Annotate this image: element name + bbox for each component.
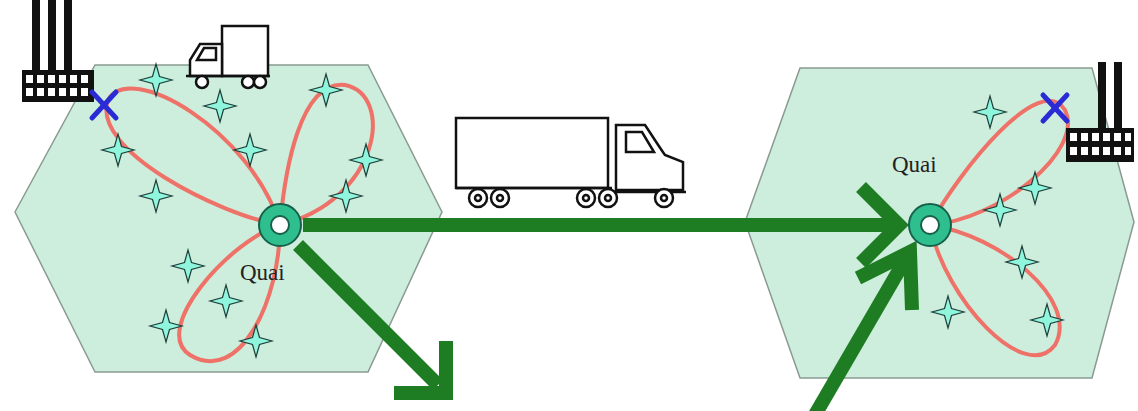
factory bbox=[1066, 62, 1134, 162]
stop-star bbox=[150, 310, 182, 342]
semi-truck bbox=[456, 118, 686, 207]
ring-hole bbox=[271, 216, 289, 234]
stop-star bbox=[974, 96, 1006, 128]
depot-mark bbox=[1043, 95, 1067, 121]
delivery-loops bbox=[106, 85, 1068, 361]
loop bbox=[106, 89, 280, 225]
stop-star bbox=[1019, 172, 1051, 204]
stop-star bbox=[140, 180, 172, 212]
building bbox=[1066, 128, 1134, 162]
ring-outer bbox=[259, 204, 301, 246]
stop-star bbox=[172, 250, 204, 282]
stop-star bbox=[310, 74, 342, 106]
arrow-head bbox=[861, 187, 899, 263]
stop-star bbox=[350, 144, 382, 176]
dock-node: Quai bbox=[907, 202, 953, 248]
stop-star bbox=[140, 64, 172, 96]
zone-hexagon bbox=[745, 68, 1134, 378]
building bbox=[22, 70, 94, 102]
small-truck bbox=[186, 26, 270, 88]
chimney bbox=[1114, 62, 1122, 132]
stop-star bbox=[102, 134, 134, 166]
stop-star bbox=[234, 134, 266, 166]
dock-label: Quai bbox=[892, 152, 937, 177]
dock-ring bbox=[907, 202, 953, 248]
ring-outer bbox=[909, 204, 951, 246]
loop bbox=[930, 225, 1060, 355]
outgoing-flow bbox=[298, 245, 446, 393]
chimney bbox=[64, 0, 72, 70]
windows bbox=[1070, 133, 1131, 155]
chimney bbox=[1098, 62, 1106, 132]
dock-ring bbox=[257, 202, 303, 248]
stop-star bbox=[210, 285, 242, 317]
ring-hole bbox=[921, 216, 939, 234]
dock-label: Quai bbox=[240, 260, 285, 285]
stops bbox=[102, 64, 1063, 357]
chimney bbox=[48, 0, 56, 70]
incoming-flow bbox=[812, 252, 912, 411]
windows bbox=[26, 75, 88, 96]
flow-arrow bbox=[303, 187, 899, 263]
depot-mark bbox=[92, 92, 116, 118]
stop-star bbox=[1006, 246, 1038, 278]
dock-node: Quai bbox=[257, 202, 303, 248]
stop-star bbox=[932, 296, 964, 328]
factory bbox=[22, 0, 94, 102]
flow-line bbox=[303, 218, 895, 232]
chimney bbox=[32, 0, 40, 70]
stop-star bbox=[330, 180, 362, 212]
loop bbox=[179, 225, 280, 361]
stop-star bbox=[984, 194, 1016, 226]
stop-star bbox=[204, 90, 236, 122]
stop-star bbox=[240, 325, 272, 357]
stop-star bbox=[1031, 304, 1063, 336]
